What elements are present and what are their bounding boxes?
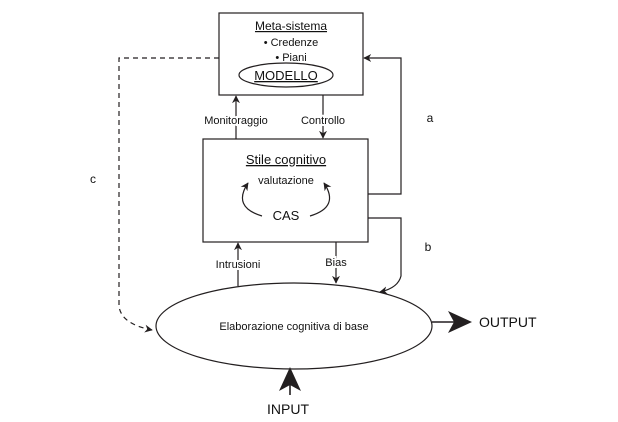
model-ellipse — [238, 62, 334, 88]
meta-system-item-credenze: • Credenze — [264, 37, 319, 49]
evaluation-label: valutazione — [258, 175, 314, 187]
arrow-b-label: b — [425, 240, 432, 254]
bias-label: Bias — [325, 257, 347, 269]
arrow-c — [118, 57, 219, 333]
base-processing-ellipse: Elaborazione cognitiva di base — [155, 282, 433, 370]
output-arrowhead — [448, 311, 472, 333]
input-label: INPUT — [267, 401, 309, 417]
model-label: MODELLO — [254, 68, 318, 83]
meta-system-title: Meta-sistema — [255, 19, 327, 33]
cognitive-style-title: Stile cognitivo — [246, 152, 326, 167]
arrow-a-label: a — [427, 111, 434, 125]
cas-label: CAS — [273, 208, 300, 223]
meta-system-item-piani: • Piani — [275, 52, 306, 64]
cas-loop-right-arrow — [309, 182, 332, 217]
input-arrowhead — [279, 367, 301, 391]
output-label: OUTPUT — [479, 314, 537, 330]
control-label: Controllo — [301, 115, 345, 127]
intrusions-label: Intrusioni — [216, 259, 261, 271]
meta-system-box: Meta-sistema • Credenze • Piani MODELLO — [218, 12, 364, 96]
base-processing-label: Elaborazione cognitiva di base — [219, 321, 368, 333]
cognitive-style-box: Stile cognitivo valutazione CAS — [202, 138, 369, 243]
monitoring-label: Monitoraggio — [204, 115, 268, 127]
arrow-a — [363, 54, 402, 195]
cas-loop-left-arrow — [240, 182, 263, 217]
arrow-b — [368, 217, 402, 295]
arrow-c-label: c — [90, 172, 96, 186]
